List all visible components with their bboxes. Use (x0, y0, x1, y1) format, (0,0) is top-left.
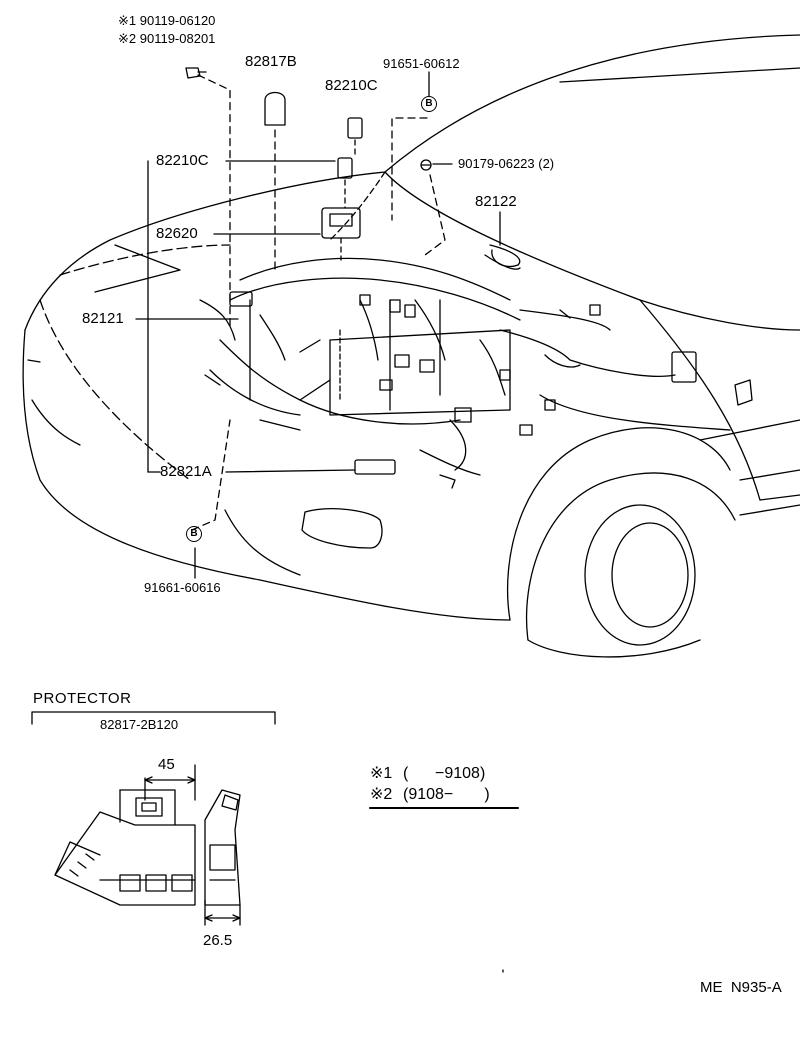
part-82821a-label: 82821A (160, 463, 212, 480)
hood-outline (329, 34, 800, 331)
part-91661-label: 91661-60616 (144, 580, 221, 595)
part-82817b-label: 82817B (245, 53, 297, 70)
note-1-mark: ※1 (370, 765, 393, 782)
part-82210c-left-label: 82210C (156, 152, 209, 169)
dimension-depth: 26.5 (203, 932, 233, 949)
bolt-note-2: ※2 90119-08201 (118, 31, 216, 46)
part-90179-label: 90179-06223 (2) (458, 156, 555, 171)
protector-part-number: 82817-2B120 (100, 717, 179, 732)
bolt-note-1: ※1 90119-06120 (118, 13, 216, 28)
protector-title: PROTECTOR (33, 690, 132, 707)
leader-lines (135, 71, 501, 579)
note-2-mark: ※2 (370, 786, 393, 803)
marker-b-bottom: B (186, 526, 202, 542)
dimension-width: 45 (158, 756, 175, 773)
part-82122-label: 82122 (475, 193, 517, 210)
note-1-range: ( −9108) (403, 765, 486, 782)
marker-b-top: B (421, 96, 437, 112)
protector-drawing (31, 711, 276, 926)
part-82210c-top-label: 82210C (325, 77, 378, 94)
part-91651-label: 91651-60612 (383, 56, 460, 71)
part-82121-label: 82121 (82, 310, 124, 327)
car-body-outline (22, 171, 800, 621)
part-82620-label: 82620 (156, 225, 198, 242)
reference-code: ME N935-A (700, 979, 782, 996)
wheel (507, 427, 800, 658)
note-2-range: (9108− ) (403, 786, 490, 803)
engine-harness (185, 67, 697, 489)
